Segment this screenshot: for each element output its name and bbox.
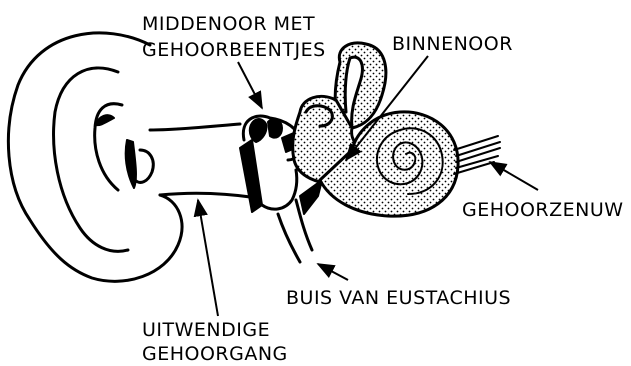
nerve-fibre <box>454 136 498 150</box>
eardrum <box>240 140 262 212</box>
auricle <box>8 33 182 281</box>
pointer-eustachian-tube <box>318 264 348 280</box>
tragus <box>135 150 153 182</box>
eustachian-lower-wall <box>278 214 300 262</box>
label-middle-ear-line1: MIDDENOOR MET <box>142 13 315 35</box>
malleus <box>250 119 267 142</box>
middle-ear-floor <box>262 170 297 209</box>
label-inner-ear: BINNENOOR <box>392 33 513 55</box>
canal-upper-wall <box>150 124 240 130</box>
canal-lower-wall <box>160 193 258 198</box>
helix-inner <box>54 68 128 251</box>
auditory-nerve <box>454 136 500 174</box>
label-auditory-nerve: GEHOORZENUW <box>462 199 624 221</box>
concha-shadow-upper <box>96 115 114 125</box>
label-outer-canal-line2: GEHOORGANG <box>142 343 288 365</box>
incus <box>268 119 282 137</box>
nerve-fibre <box>456 142 500 156</box>
pointer-auditory-nerve <box>490 162 538 190</box>
pointer-outer-canal <box>198 200 218 316</box>
label-outer-canal-line1: UITWENDIGE <box>142 319 270 341</box>
label-eustachian-tube: BUIS VAN EUSTACHIUS <box>286 287 511 309</box>
nerve-fibre <box>456 148 500 162</box>
pointer-middle-ear <box>238 62 262 108</box>
label-middle-ear-line2: GEHOORBEENTJES <box>142 39 326 61</box>
eustachian-shadow <box>300 180 322 214</box>
eustachian-tube <box>278 180 322 262</box>
